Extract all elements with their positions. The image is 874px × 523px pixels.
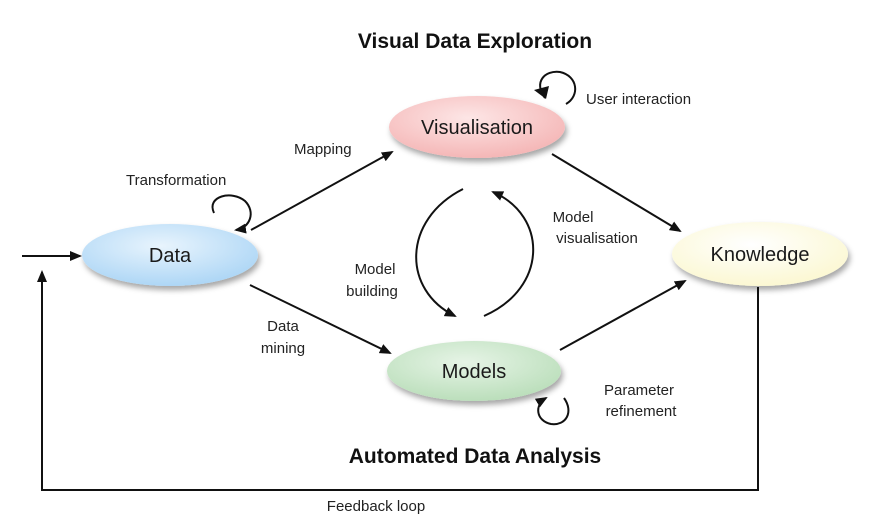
node-visualisation-label: Visualisation	[421, 117, 533, 139]
model-visualisation-arc	[483, 191, 535, 317]
node-models-label: Models	[442, 361, 506, 383]
user-interaction-loop	[539, 70, 576, 105]
user-interaction-loop-head	[534, 86, 549, 99]
node-knowledge-label: Knowledge	[711, 244, 810, 266]
model-visualisation-label-2: visualisation	[556, 230, 638, 247]
data-mining-label-1: Data	[267, 318, 299, 335]
parameter-refinement-loop	[534, 396, 570, 426]
mapping-arrow	[250, 151, 394, 231]
top-title: Visual Data Exploration	[358, 30, 592, 53]
models-to-knowledge-arrow	[559, 280, 687, 351]
parameter-refinement-label-2: refinement	[606, 403, 678, 420]
model-visualisation-label-1: Model	[553, 209, 594, 226]
node-visualisation: Visualisation	[389, 96, 565, 158]
user-interaction-label: User interaction	[586, 91, 691, 108]
bottom-title: Automated Data Analysis	[349, 445, 601, 468]
model-building-arc	[415, 188, 464, 317]
node-models: Models	[387, 341, 561, 401]
transformation-loop	[211, 194, 252, 234]
node-data-label: Data	[149, 245, 192, 267]
feedback-loop-arrow	[37, 270, 759, 491]
transformation-label: Transformation	[126, 172, 226, 189]
data-mining-label-2: mining	[261, 340, 305, 357]
node-knowledge: Knowledge	[672, 222, 848, 286]
vis-to-knowledge-arrow	[551, 153, 682, 233]
model-building-label-2: building	[346, 283, 398, 300]
feedback-loop-label: Feedback loop	[327, 498, 425, 515]
node-data: Data	[82, 224, 258, 286]
model-building-label-1: Model	[355, 261, 396, 278]
parameter-refinement-label-1: Parameter	[604, 382, 674, 399]
data-mining-arrow	[249, 284, 392, 354]
mapping-label: Mapping	[294, 141, 352, 158]
